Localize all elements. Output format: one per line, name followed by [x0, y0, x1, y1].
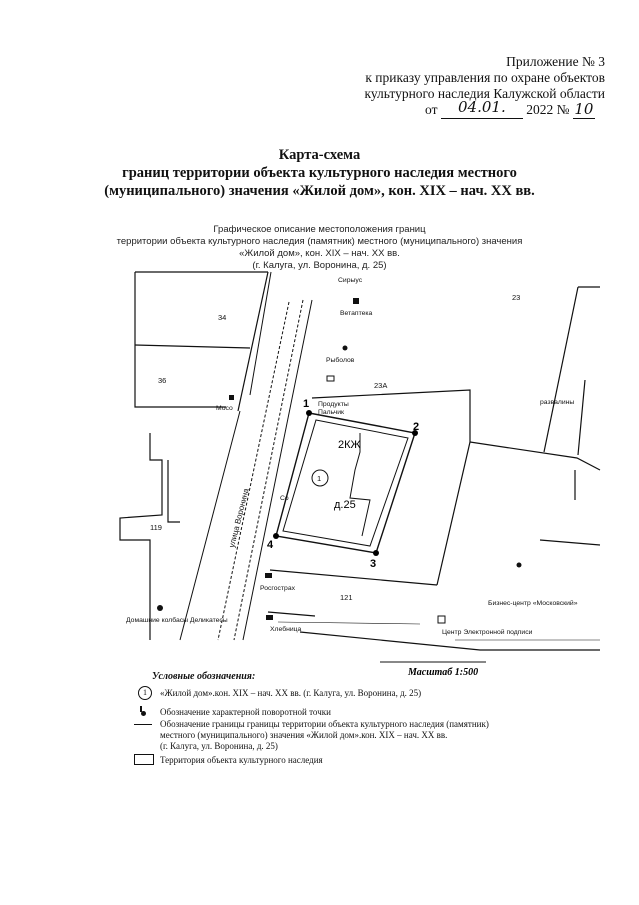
house-footprint: [349, 433, 371, 537]
lot-34: 34: [218, 313, 226, 322]
poi-rosgostrakh: Росгострах: [260, 585, 296, 592]
appendix-line-1: Приложение № 3: [506, 54, 605, 69]
poi-mts: Мосо: [216, 405, 233, 412]
subtitle-line-1: Графическое описание местоположения гран…: [213, 224, 426, 235]
point-label-1: 1: [303, 398, 309, 410]
object-number: 1: [317, 474, 321, 483]
lot-boundary: [311, 389, 471, 586]
lot-boundary: [269, 569, 438, 586]
date-prefix: от: [425, 102, 438, 117]
shop-icon: [326, 375, 335, 382]
legend-territory-box-icon: [134, 754, 154, 765]
sausage-shop-icon: [157, 605, 163, 611]
legend-object-circle-icon: 1: [138, 686, 152, 700]
object-number-circle: [311, 469, 329, 487]
object-territory-inner: [282, 419, 409, 547]
lot-boundary: [267, 611, 316, 617]
turning-point-3: [373, 550, 379, 556]
poi-products2: Пальчик: [318, 409, 344, 416]
street-edge: [249, 271, 272, 396]
lot-boundary: [134, 272, 226, 408]
legend-item-3-line-1: Обозначение границы границы территории о…: [160, 719, 489, 729]
floors-label: 2КЖ: [338, 439, 361, 451]
street-edge: [179, 410, 241, 641]
year-number-label: 2022 №: [526, 102, 570, 117]
poi-shop-top: Сирыус: [338, 277, 363, 284]
appendix-line-3: культурного наследия Калужской области: [364, 86, 605, 101]
house-number-label: д.25: [334, 499, 356, 511]
poi-pharmacy: Ветаптека: [340, 310, 373, 317]
turning-point-1: [306, 410, 312, 416]
title-line-3: (муниципального) значения «Жилой дом», к…: [104, 183, 535, 199]
turning-point-2: [412, 430, 418, 436]
lot-boundary: [469, 441, 601, 471]
legend-title: Условные обозначения:: [152, 671, 256, 682]
subtitle-line-4: (г. Калуга, ул. Воронина, д. 25): [252, 260, 387, 271]
building-119: [119, 433, 163, 640]
legend-item-3-line-2: местного (муниципального) значения «Жило…: [160, 730, 448, 740]
lot-23: 23: [512, 293, 520, 302]
legend-item-4: Территория объекта культурного наследия: [160, 755, 323, 765]
point-label-2: 2: [413, 421, 419, 433]
lot-boundary: [277, 621, 421, 625]
lot-121: 121: [340, 593, 353, 602]
bakery-icon: [266, 615, 273, 620]
pharmacy-icon: [353, 298, 359, 304]
lot-boundary: [539, 539, 601, 546]
title-line-2: границ территории объекта культурного на…: [122, 165, 517, 181]
legend-boundary-line-icon: [134, 724, 152, 725]
scale-label: Масштаб 1:500: [407, 667, 478, 678]
business-center-icon: [516, 562, 522, 568]
number-field: 10: [572, 100, 595, 119]
building-119-inner: [167, 460, 180, 523]
fishing-icon: [342, 345, 348, 351]
poi-fishing: Рыболов: [326, 356, 355, 364]
street-edge: [217, 301, 290, 641]
number-handwritten: 10: [574, 100, 594, 118]
poi-e-signature: Центр Электронной подписи: [442, 628, 533, 636]
poi-right-edge: развалины: [540, 399, 574, 406]
lot-boundary: [299, 631, 600, 651]
e-signature-icon: [437, 615, 446, 624]
lot-boundary: [543, 286, 579, 453]
appendix-line-2: к приказу управления по охране объектов: [365, 70, 605, 85]
legend-point-dot-icon: [141, 711, 146, 716]
street-edge: [233, 299, 304, 641]
poi-sausages: Домашние колбасы Деликатесы: [126, 616, 228, 624]
poi-business-center: Бизнес-центр «Московский»: [488, 599, 578, 607]
subtitle-line-2: территории объекта культурного наследия …: [116, 236, 523, 247]
lot-boundary: [237, 271, 269, 412]
poi-fragment: Со: [280, 495, 289, 502]
title-line-1: Карта-схема: [278, 147, 361, 163]
street-edge: [242, 299, 313, 641]
legend-point-tick-icon: [140, 706, 142, 712]
appendix-date-row: от 04.01. 2022 № 10: [425, 98, 595, 119]
date-handwritten: 04.01.: [458, 98, 506, 116]
subtitle-line-3: «Жилой дом», кон. XIX – нач. XX вв.: [239, 248, 400, 259]
lot-boundary: [577, 379, 586, 456]
lot-119: 119: [150, 523, 162, 532]
legend-item-1: «Жилой дом».кон. XIX – нач. XX вв. (г. К…: [160, 688, 422, 698]
poi-bakery: Хлебница: [270, 625, 302, 633]
lot-23a: 23А: [374, 381, 387, 390]
lot-boundary: [134, 344, 251, 349]
insurance-icon: [265, 573, 272, 578]
legend-item-3-line-3: (г. Калуга, ул. Воронина, д. 25): [160, 741, 278, 751]
turning-point-4: [273, 533, 279, 539]
point-label-3: 3: [370, 558, 376, 570]
date-field: 04.01.: [440, 98, 523, 119]
legend-item-2: Обозначение характерной поворотной точки: [160, 707, 331, 717]
point-label-4: 4: [267, 539, 274, 551]
lot-36: 36: [158, 376, 166, 385]
poi-products: Продукты: [318, 401, 349, 408]
mts-icon: [229, 395, 234, 400]
